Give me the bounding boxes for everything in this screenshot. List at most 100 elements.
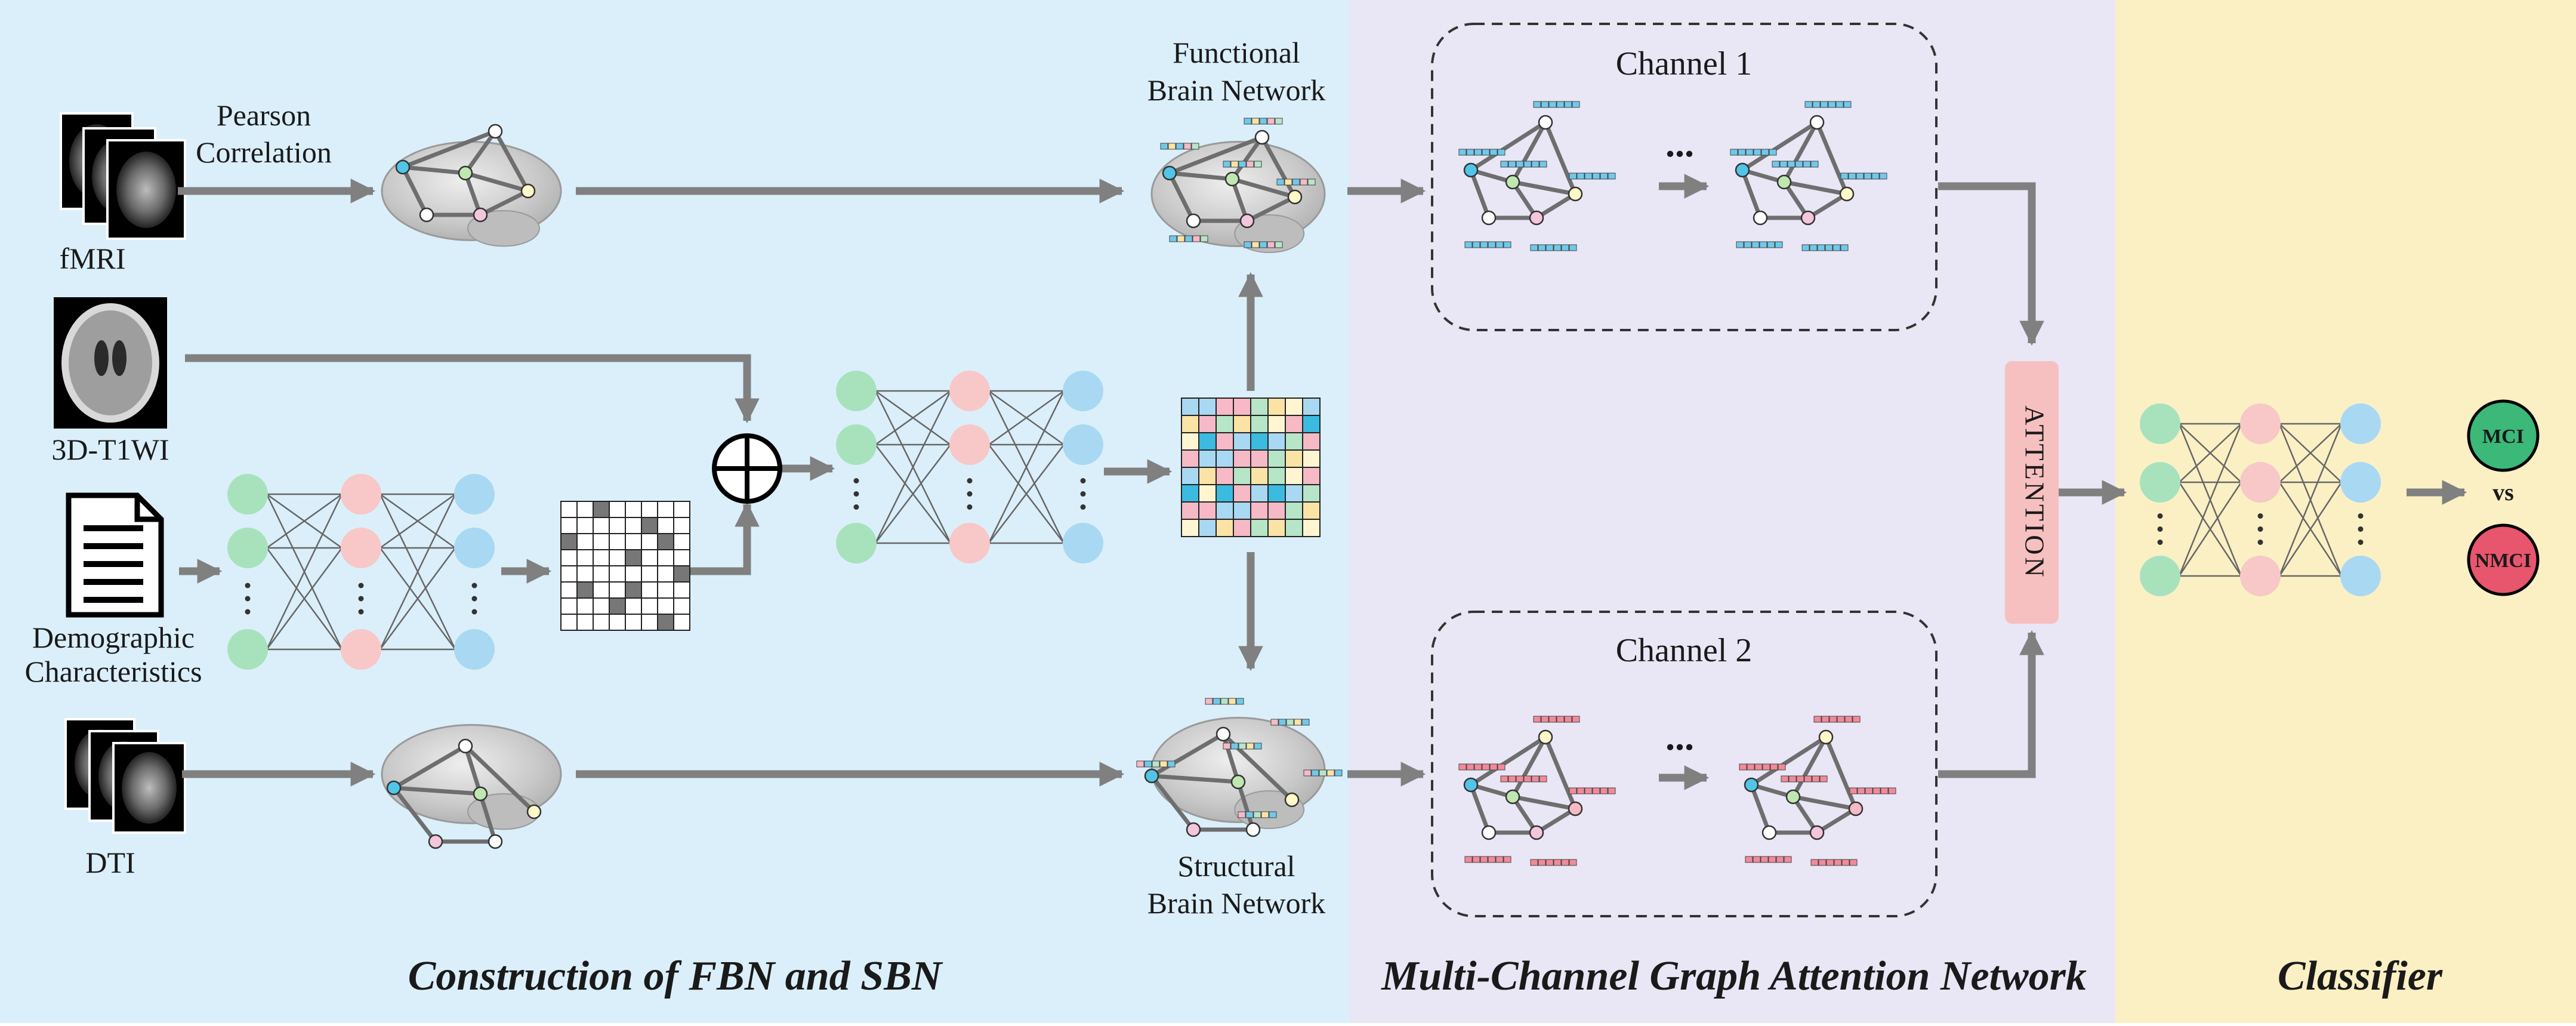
fmri-label: fMRI [59, 242, 125, 275]
adjacency-matrix-cell [1302, 501, 1321, 520]
channel-1-graph-b-feature-bar [1843, 101, 1852, 108]
functional-feature-bar [1259, 241, 1267, 248]
channel-2-graph-a-graph-edge [1535, 807, 1577, 834]
fmri-image-stack [60, 112, 186, 240]
functional-feature-bar [1254, 161, 1262, 168]
t1wi-label: 3D-T1WI [51, 433, 169, 466]
functional-brain-graph-node [1254, 130, 1270, 145]
adjacency-matrix-cell [1267, 484, 1286, 503]
functional-feature-bar [1251, 118, 1260, 125]
channel-2-graph-b-feature-bar [1829, 716, 1837, 723]
channel-1-graph-a-feature-bar [1545, 244, 1554, 251]
sparse-matrix-cell [593, 517, 610, 534]
functional-brain-graph-edge [1168, 135, 1263, 175]
channel-2-graph-b [1739, 716, 1896, 866]
channel-1-graph-b-feature-bar [1775, 241, 1783, 248]
channel-2-graph-a-feature-bar [1531, 775, 1540, 782]
structural-feature-bar [1238, 742, 1247, 750]
fusion-mlp-node [949, 371, 990, 411]
channel-1-graph-a-graph-node [1505, 174, 1520, 190]
fusion-mlp-ellipsis-dot [1080, 478, 1086, 483]
adjacency-matrix-cell [1181, 449, 1199, 468]
channel-2-graph-b-feature-bar [1747, 763, 1755, 771]
channel-2-graph-b-feature-bar [1739, 763, 1747, 771]
channel-1-graph-b-feature-bar [1817, 244, 1825, 251]
classifier-mlp-edge [2178, 423, 2242, 577]
fmri-brain [381, 124, 562, 247]
nmci-label: NMCI [2475, 550, 2531, 572]
functional-feature-bar [1246, 161, 1254, 168]
fmri-brain-graph-node [488, 124, 503, 139]
channel-2-graph-a-feature-bar [1556, 716, 1565, 723]
fusion-mlp-ellipsis-dot [1080, 504, 1086, 510]
functional-feature-bar [1238, 161, 1247, 168]
adjacency-matrix-cell [1285, 519, 1303, 537]
functional-feature-bar [1276, 178, 1285, 186]
sparse-matrix-cell [576, 565, 594, 583]
adjacency-matrix-cell [1198, 519, 1217, 537]
channel-1-graph-a-graph-edge [1470, 121, 1547, 172]
section-title-classifier: Classifier [2278, 953, 2443, 999]
structural-brain [1136, 698, 1343, 837]
sparse-matrix-cell [609, 549, 626, 566]
channel-2-graph-b-feature-bar [1754, 763, 1763, 771]
channel-1-graph-b-feature-bar [1744, 241, 1752, 248]
adjacency-matrix-cell [1285, 432, 1303, 451]
channel-2-graph-b-graph-node [1785, 789, 1801, 805]
fmri-brain-graph-edge [479, 189, 529, 217]
channel-2-box [1431, 611, 1938, 917]
structural-feature-bar [1334, 769, 1343, 777]
functional-feature-bar [1191, 143, 1199, 150]
channel-2-graph-a-graph-edge [1543, 736, 1578, 810]
adjacency-matrix-cell [1250, 484, 1269, 503]
demographic-mlp-node [454, 474, 495, 514]
channel-2-graph-a-feature-bar [1553, 859, 1562, 866]
demographic-mlp-node [341, 474, 381, 514]
structural-brain-graph-edge [1150, 732, 1224, 778]
attention-label: ATTENTION [2019, 405, 2050, 580]
functional-brain-graph-node [1239, 213, 1255, 229]
channel-1-graph-b-graph-edge [1807, 192, 1848, 220]
demographic-mlp-ellipsis-dot [471, 583, 477, 589]
channel-1-graph-b-feature-bar [1840, 244, 1849, 251]
channel-1-graph-a-graph-edge [1543, 121, 1578, 195]
adjacency-matrix-cell [1215, 484, 1234, 503]
sparse-matrix-cell [560, 501, 578, 518]
sparse-matrix-cell [560, 549, 578, 566]
sparse-matrix-cell [673, 533, 690, 550]
fusion-mlp-node [949, 523, 990, 563]
structural-brain-graph-node [1186, 822, 1201, 837]
sparse-matrix-cell [673, 597, 690, 615]
adjacency-matrix-cell [1302, 519, 1321, 537]
channel-2-graph-a-feature-bar [1488, 856, 1496, 863]
channel-1-graph-b-feature-bar [1812, 101, 1821, 108]
channel-2-graph-a-graph-node [1568, 801, 1583, 817]
channel-2-graph-b-feature-bar [1778, 763, 1786, 771]
sparse-matrix-cell [641, 597, 658, 615]
adjacency-matrix-cell [1267, 449, 1286, 468]
adjacency-matrix-cell [1233, 415, 1251, 433]
fusion-mlp-edge [875, 444, 951, 544]
adjacency-matrix-cell [1250, 432, 1269, 451]
dti-brain-graph-edge [392, 786, 437, 843]
channel-2-graph-b-feature-bar [1810, 859, 1819, 866]
dti-brain-graph-node [428, 834, 443, 849]
channel-2-graph-b-feature-bar [1821, 716, 1830, 723]
adjacency-matrix-cell [1267, 501, 1286, 520]
functional-brain-graph-edge [1230, 135, 1264, 181]
fmri-brain-graph-node [458, 165, 473, 181]
channel-2-graph-b-feature-bar [1834, 859, 1842, 866]
sparse-matrix-cell [609, 501, 626, 518]
channel-2-graph-a-feature-bar [1497, 763, 1506, 771]
channel-1-graph-a-feature-bar [1548, 101, 1557, 108]
demographic-mlp-ellipsis-dot [245, 583, 251, 589]
pearson-label-2: Correlation [196, 135, 332, 169]
sparse-matrix-cell [673, 517, 690, 534]
structural-feature-bar [1326, 769, 1335, 777]
dti-brain-graph-node [488, 834, 503, 849]
sparse-matrix-cell [625, 614, 642, 631]
channel-1-graph-a-feature-bar [1464, 241, 1473, 248]
adjacency-matrix-cell [1302, 449, 1321, 468]
structural-feature-bar [1159, 760, 1168, 768]
adjacency-matrix-cell [1181, 398, 1199, 416]
